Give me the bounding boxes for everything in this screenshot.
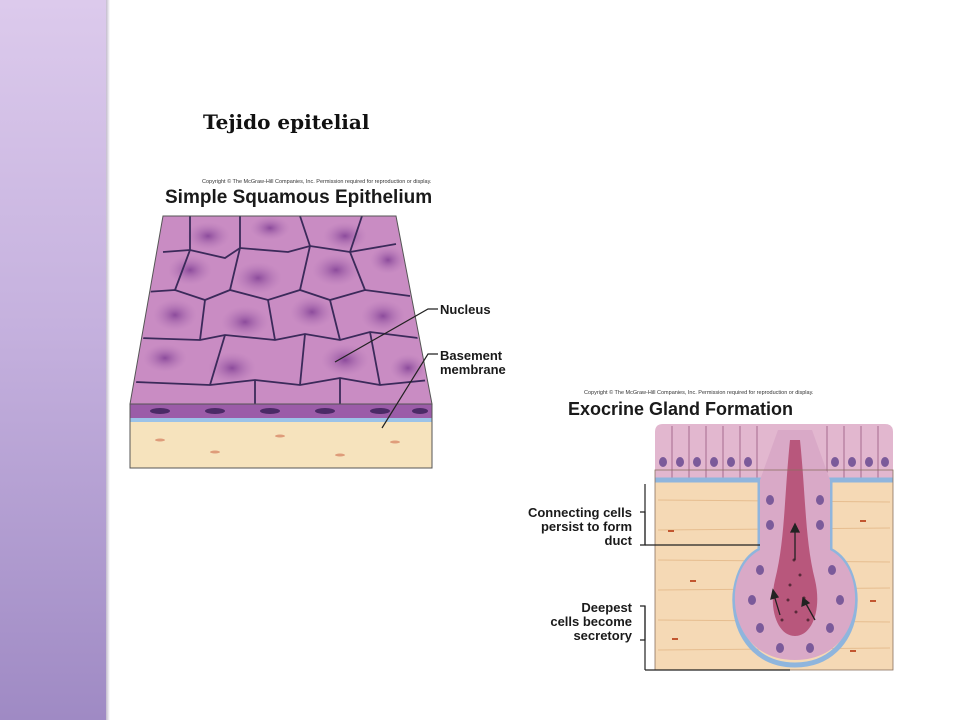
cell-nuclei — [143, 216, 426, 384]
cell-borders — [134, 216, 431, 404]
gland-wall-nuclei — [748, 495, 844, 653]
right-figure-copyright: Copyright © The McGraw-Hill Companies, I… — [584, 390, 814, 396]
left-figure-copyright: Copyright © The McGraw-Hill Companies, I… — [202, 179, 432, 185]
left-leader-lines — [334, 308, 438, 429]
left-figure-title: Simple Squamous Epithelium — [165, 187, 433, 208]
connecting-cells-label: Connecting cells persist to form duct — [527, 505, 632, 548]
flattened-nuclei — [150, 408, 428, 414]
side-accent-bar — [0, 0, 106, 720]
deepest-cells-label: Deepest cells become secretory — [550, 600, 632, 643]
right-leader-lines — [640, 484, 790, 671]
connective-tissue — [130, 422, 432, 468]
right-figure-title: Exocrine Gland Formation — [568, 399, 794, 419]
cell-layer-side — [130, 404, 432, 418]
side-bar-shadow — [106, 0, 110, 720]
fibroblast-dots — [668, 520, 876, 652]
basement-membrane — [130, 418, 432, 422]
slide-title: Tejido epitelial — [203, 110, 370, 134]
connective-dots — [155, 434, 400, 457]
flow-arrows — [770, 522, 816, 621]
basement-membrane-label: Basement membrane — [440, 348, 506, 377]
nucleus-label: Nucleus — [440, 302, 491, 317]
